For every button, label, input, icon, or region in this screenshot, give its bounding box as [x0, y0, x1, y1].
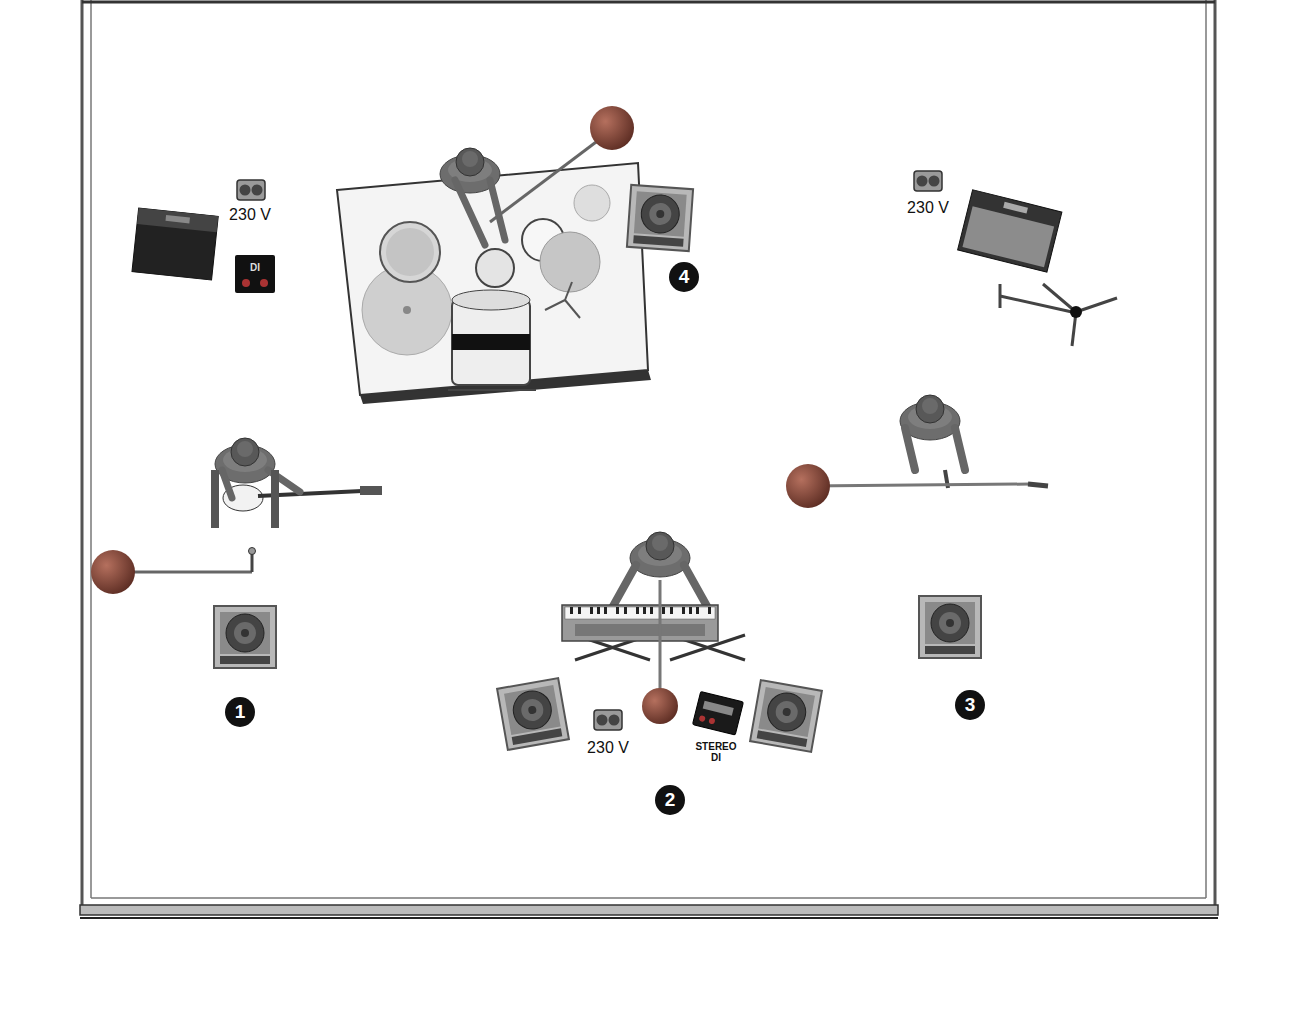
- wedge-monitor: [750, 680, 822, 752]
- voltage-label: 230 V: [229, 206, 271, 224]
- stage-frame: [80, 0, 1218, 918]
- wedge-monitor: [919, 596, 981, 658]
- wedge-monitor: [497, 678, 569, 750]
- vocal-mic-stand: [786, 464, 1048, 508]
- callout-number: 2: [655, 785, 685, 815]
- keyboard: [562, 605, 745, 660]
- wedge-monitor: [214, 606, 276, 668]
- callout-number: 4: [669, 262, 699, 292]
- callout-number: 1: [225, 697, 255, 727]
- drum-monitor: [627, 185, 693, 251]
- device-label: DI: [250, 262, 260, 273]
- mic-stand: [1000, 284, 1117, 346]
- voltage-label: 230 V: [587, 739, 629, 757]
- power-outlet: [594, 710, 622, 730]
- bassist: [900, 395, 965, 488]
- guitar-amp: [132, 208, 218, 280]
- power-outlet: [237, 180, 265, 200]
- drum-riser: [337, 163, 651, 404]
- di-box: [235, 255, 275, 293]
- vocal-mic-stand: [642, 580, 678, 724]
- device-label: STEREO DI: [694, 741, 738, 763]
- guitarist: [215, 438, 382, 528]
- bass-amp: [958, 190, 1062, 272]
- voltage-label: 230 V: [907, 199, 949, 217]
- callout-number: 3: [955, 690, 985, 720]
- drum-mic-stand: [490, 106, 634, 222]
- vocal-mic-stand: [91, 548, 256, 595]
- drum-kit: [362, 148, 610, 390]
- stereo-di-box: [693, 691, 744, 735]
- power-outlet: [914, 171, 942, 191]
